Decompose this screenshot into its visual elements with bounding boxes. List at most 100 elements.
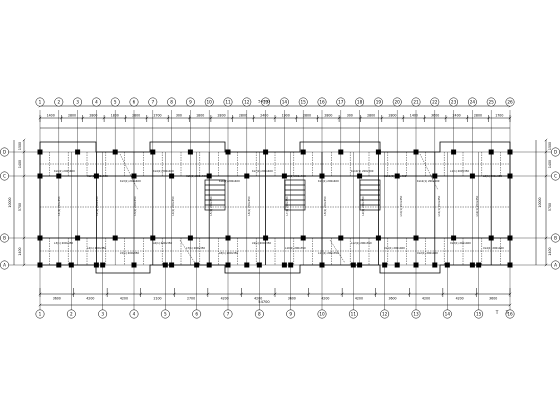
top-axis-bubble-label: 25: [489, 100, 495, 105]
column: [112, 235, 118, 241]
bottom-axis-bubble-label: 2: [70, 312, 73, 317]
beam-annotation: L8(1) 200x350: [219, 251, 238, 255]
column: [375, 149, 381, 155]
column: [75, 149, 81, 155]
top-axis-bubble-circle: [486, 97, 496, 107]
top-axis-bubble-circle: [91, 97, 101, 107]
column: [244, 262, 250, 268]
top-axis-bubble-label: 8: [170, 100, 173, 105]
bottom-axis-bubble-label: 14: [445, 312, 451, 317]
bottom-axis-bubble-circle: [254, 309, 264, 319]
top-axis-bubble-label: 23: [451, 100, 457, 105]
top-dim-label: 2400: [453, 114, 461, 118]
top-axis-bubble-circle: [54, 97, 64, 107]
top-axis-bubble-circle: [73, 97, 83, 107]
bottom-axis-bubble-label: 6: [195, 312, 198, 317]
right-dim-label: 1500: [548, 142, 552, 150]
top-axis-bubble-label: 26: [507, 100, 513, 105]
top-dim-label: 1400: [410, 114, 418, 118]
top-axis-bubble-circle: [242, 97, 252, 107]
column: [37, 149, 43, 155]
column: [225, 149, 231, 155]
top-dim-label: 1800: [196, 114, 204, 118]
top-axis-bubble-label: 4: [95, 100, 98, 105]
column: [187, 149, 193, 155]
diagonal-beam: [179, 239, 196, 264]
column: [281, 262, 287, 268]
bottom-axis-bubble-label: 12: [382, 312, 388, 317]
top-axis-bubble-label: 3: [76, 100, 79, 105]
top-axis-bubble-circle: [317, 97, 327, 107]
bottom-dim-label: 3600: [53, 297, 61, 301]
beam-annotation: XL2(1) 200x400: [417, 251, 438, 255]
column: [375, 235, 381, 241]
left-axis-bubble-label: D: [3, 150, 6, 155]
top-axis-bubble-circle: [204, 97, 214, 107]
column: [75, 235, 81, 241]
beam-annotation: L4(1) 200x350: [87, 246, 106, 250]
top-dim-label: 2800: [474, 114, 482, 118]
beam-annotation: KL6(2) 200x400: [219, 179, 240, 183]
bottom-axis-bubble-label: 3: [101, 312, 104, 317]
top-axis-bubble-label: 1: [39, 100, 42, 105]
top-axis-bubble-circle: [167, 97, 177, 107]
column: [263, 149, 269, 155]
bottom-axis-bubble-circle: [348, 309, 358, 319]
bottom-dim-label: 4200: [355, 297, 363, 301]
bottom-dim-label: 3600: [489, 297, 497, 301]
column: [413, 262, 419, 268]
bottom-axis-bubble-label: 9: [289, 312, 292, 317]
bottom-axis-bubble-circle: [98, 309, 108, 319]
beam-annotation: L11(1) 200x350: [318, 251, 339, 255]
column: [350, 262, 356, 268]
top-axis-bubble-label: 19: [376, 100, 382, 105]
column: [256, 262, 262, 268]
beam-annotation-vertical: L2(1) 200x350: [95, 196, 99, 215]
column: [281, 173, 287, 179]
beam-annotation: KL12(1) 200x400: [417, 179, 440, 183]
bottom-axis-bubble-circle: [35, 309, 45, 319]
bottom-axis-bubble-label: 7: [227, 312, 230, 317]
right-total-label: 10000: [538, 197, 542, 207]
top-dim-label: 2800: [218, 114, 226, 118]
bottom-dim-label: 3600: [388, 297, 396, 301]
bottom-axis-bubble-label: 13: [413, 312, 419, 317]
top-axis-bubble-circle: [110, 97, 120, 107]
top-axis-bubble-circle: [129, 97, 139, 107]
left-axis-bubble-label: A: [3, 263, 6, 268]
right-dim-label: 1400: [548, 247, 552, 255]
left-dim-label: 5700: [18, 203, 22, 211]
column: [300, 235, 306, 241]
left-axis-bubble-circle: [0, 147, 9, 157]
column: [357, 173, 363, 179]
left-axis-bubble-circle: [0, 171, 9, 181]
top-axis-bubble-circle: [449, 97, 459, 107]
bottom-dim-label: 4200: [422, 297, 430, 301]
right-axis-bubble-label: A: [554, 263, 557, 268]
beam-annotation: XL3(1) 200x400: [450, 241, 471, 245]
beam-annotation: L3(1) 200x350: [54, 241, 73, 245]
beam-annotation: KL2(2) 200x400: [87, 174, 108, 178]
bottom-axis-bubble-circle: [286, 309, 296, 319]
top-axis-bubble-circle: [430, 97, 440, 107]
top-dim-label: 1400: [47, 114, 55, 118]
column: [451, 149, 457, 155]
bottom-axis-bubble-circle: [474, 309, 484, 319]
diagonal-beam: [329, 239, 346, 264]
beam-annotation: L9(1) 200x350: [252, 241, 271, 245]
column: [68, 262, 74, 268]
bottom-axis-bubble-label: 5: [164, 312, 167, 317]
column: [112, 149, 118, 155]
top-dim-label: 2800: [132, 114, 140, 118]
column: [507, 173, 513, 179]
beam-annotation-vertical: L7(1) 200x350: [285, 196, 289, 215]
top-axis-bubble-circle: [35, 97, 45, 107]
column: [93, 262, 99, 268]
top-dim-label: 2800: [324, 114, 332, 118]
column: [432, 173, 438, 179]
top-axis-bubble-label: 21: [413, 100, 419, 105]
top-axis-bubble-label: 6: [133, 100, 136, 105]
left-dim-label: 1400: [18, 247, 22, 255]
